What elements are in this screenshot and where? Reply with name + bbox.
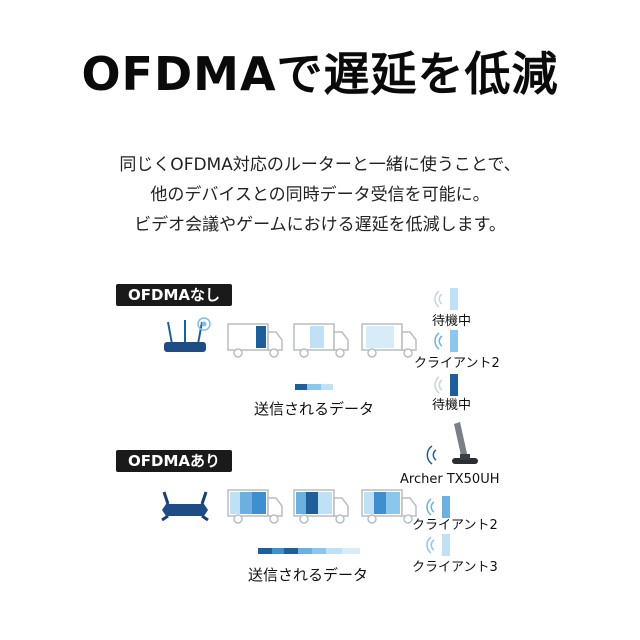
client-label: 待機中: [432, 398, 472, 413]
description-line: ビデオ会議やゲームにおける遅延を低減します。: [134, 215, 506, 235]
truck-icon: [227, 323, 283, 358]
without-ofdma-tag: OFDMAなし: [116, 284, 232, 306]
data-caption: 送信されるデータ: [248, 566, 369, 584]
client-label: Archer TX50UH: [400, 472, 500, 487]
client-label: クライアント2: [412, 518, 498, 533]
client-label: クライアント2: [414, 356, 500, 371]
truck-icon: [293, 489, 349, 524]
router-icon: [161, 491, 209, 522]
description-line: 同じくOFDMA対応のルーターと一緒に使うことで、: [119, 155, 521, 175]
truck-icon: [361, 323, 417, 358]
client-label: 待機中: [432, 314, 472, 329]
router-icon: [164, 317, 211, 352]
client-device-icon: [426, 534, 450, 556]
client-label: クライアント3: [412, 560, 498, 575]
description-line: 他のデバイスとの同時データ受信を可能に。: [150, 185, 490, 205]
truck-icon: [361, 489, 417, 524]
usb-adapter-icon: [426, 422, 478, 465]
client-device-icon: [426, 496, 450, 518]
with-ofdma-tag: OFDMAあり: [116, 450, 232, 472]
client-device-icon: [434, 374, 458, 396]
data-bar: [258, 548, 360, 554]
client-device-icon: [434, 288, 458, 310]
truck-icon: [293, 323, 349, 358]
truck-icon: [227, 489, 283, 524]
client-device-icon: [434, 330, 458, 352]
data-caption: 送信されるデータ: [254, 400, 375, 418]
description: 同じくOFDMA対応のルーターと一緒に使うことで、 他のデバイスとの同時データ受…: [0, 150, 640, 240]
data-bar: [295, 384, 333, 390]
page-title: OFDMAで遅延を低減: [81, 47, 559, 101]
